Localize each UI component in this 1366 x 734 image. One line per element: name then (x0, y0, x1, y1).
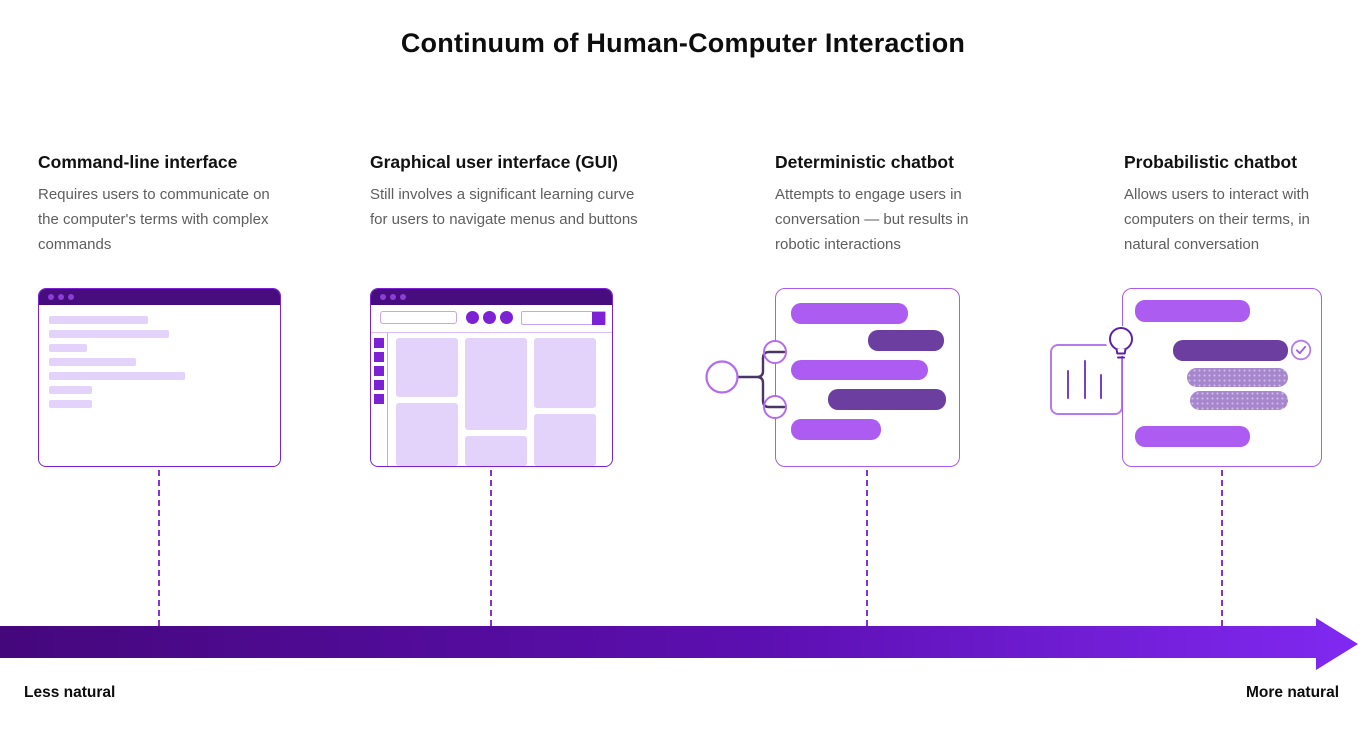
column-gui: Graphical user interface (GUI) Still inv… (370, 152, 638, 232)
column-heading: Graphical user interface (GUI) (370, 152, 618, 172)
chat-bubble-bot (868, 330, 944, 351)
content-tile (465, 338, 527, 431)
bar-chart-icon (1050, 344, 1123, 415)
probabilistic-chat-panel (1040, 288, 1332, 469)
sidebar-item-icon (374, 338, 384, 348)
decision-tree-chat-panel (700, 288, 962, 469)
column-description: Allows users to interact with computers … (1124, 186, 1310, 253)
cli-text-line (49, 344, 87, 352)
traffic-dot-icon (48, 294, 54, 300)
chat-panel (775, 288, 960, 467)
traffic-dot-icon (400, 294, 406, 300)
cli-text-line (49, 316, 148, 324)
gui-main-area (371, 333, 612, 466)
dashed-connector (490, 470, 492, 626)
dashed-connector (1221, 470, 1223, 626)
chart-bar (1100, 374, 1102, 399)
traffic-dot-icon (380, 294, 386, 300)
chat-panel (1122, 288, 1322, 467)
chart-bar (1067, 370, 1069, 399)
column-description: Requires users to communicate on the com… (38, 186, 270, 253)
toolbar-button-icon (483, 311, 496, 324)
page-title: Continuum of Human-Computer Interaction (400, 28, 966, 58)
address-bar (380, 311, 457, 324)
traffic-dot-icon (390, 294, 396, 300)
sidebar-item-icon (374, 394, 384, 404)
chat-bubble-bot-alternative (1190, 391, 1288, 410)
cli-output-lines (39, 305, 280, 408)
chat-bubble-bot (828, 389, 946, 410)
search-bar (521, 311, 606, 325)
toolbar-button-icon (500, 311, 513, 324)
toolbar-button-icon (466, 311, 479, 324)
cli-text-line (49, 372, 185, 380)
traffic-dot-icon (68, 294, 74, 300)
column-heading: Probabilistic chatbot (1124, 152, 1298, 172)
decision-tree-icon (705, 340, 787, 419)
gui-sidebar (371, 333, 388, 466)
column-description: Attempts to engage users in conversation… (775, 186, 969, 253)
content-tile (534, 338, 596, 408)
content-tile (396, 338, 458, 398)
arrow-right-icon (0, 618, 1358, 670)
chart-bar (1084, 360, 1086, 399)
sidebar-item-icon (374, 380, 384, 390)
gui-browser-window (370, 288, 613, 467)
content-tile (396, 403, 458, 466)
chat-bubble-user (791, 303, 908, 324)
window-titlebar (39, 289, 280, 305)
chat-bubble-user (1135, 426, 1250, 447)
axis-label-less-natural: Less natural (24, 684, 116, 701)
column-description: Still involves a significant learning cu… (370, 186, 638, 228)
cli-terminal-window (38, 288, 281, 467)
sidebar-item-icon (374, 352, 384, 362)
column-command-line: Command-line interface Requires users to… (38, 152, 290, 257)
cli-text-line (49, 386, 92, 394)
column-heading: Command-line interface (38, 152, 238, 172)
column-probabilistic-chatbot: Probabilistic chatbot Allows users to in… (1124, 152, 1348, 257)
gui-toolbar (371, 305, 612, 333)
window-titlebar (371, 289, 612, 305)
traffic-dot-icon (58, 294, 64, 300)
content-tile (465, 436, 527, 466)
sidebar-item-icon (374, 366, 384, 376)
axis-label-more-natural: More natural (1245, 684, 1339, 701)
gui-content-grid (388, 333, 612, 466)
chat-bubble-user (791, 419, 881, 440)
chat-bubble-user (791, 360, 928, 380)
cli-text-line (49, 330, 169, 338)
chat-bubble-bot-selected (1173, 340, 1288, 361)
cli-text-line (49, 358, 136, 366)
dashed-connector (866, 470, 868, 626)
lightbulb-icon (1106, 326, 1136, 359)
column-heading: Deterministic chatbot (775, 152, 954, 172)
search-button-icon (592, 312, 605, 325)
cli-text-line (49, 400, 92, 408)
chat-bubble-bot-alternative (1187, 368, 1288, 387)
column-deterministic-chatbot: Deterministic chatbot Attempts to engage… (775, 152, 997, 257)
chat-bubble-user (1135, 300, 1250, 322)
content-tile (534, 413, 596, 466)
check-circle-icon (1290, 339, 1312, 361)
toolbar-buttons (466, 311, 513, 324)
dashed-connector (158, 470, 160, 626)
